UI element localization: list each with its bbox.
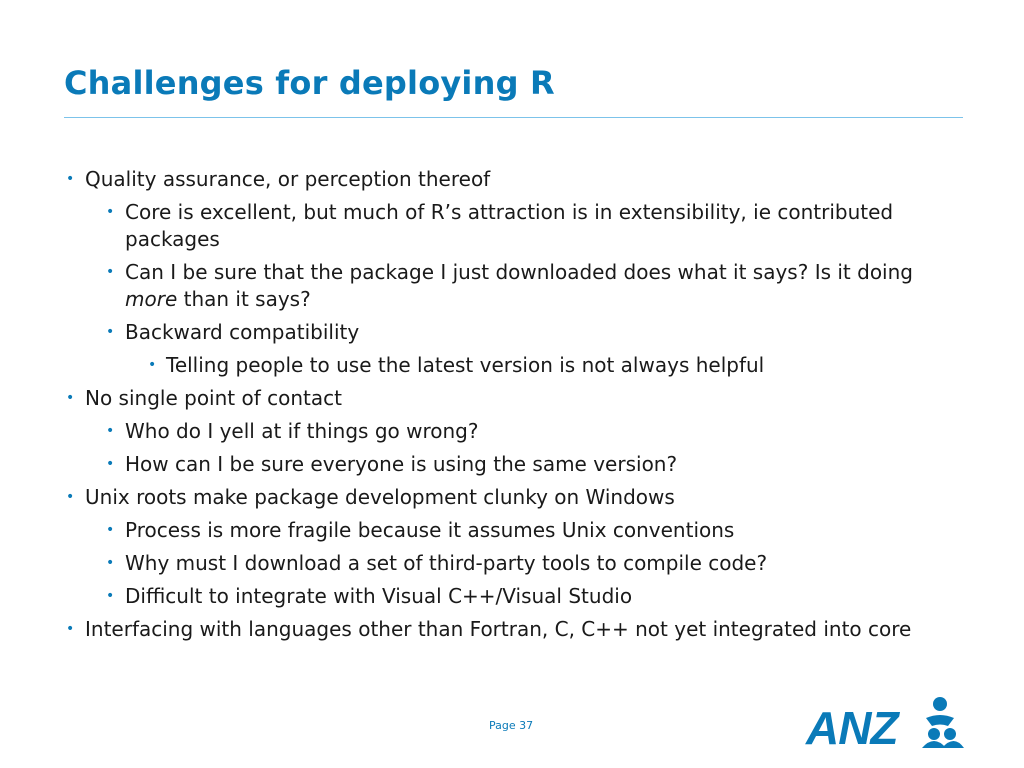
bullet-item: • Core is excellent, but much of R’s attr…	[0, 199, 945, 253]
bullet-text: Unix roots make package development clun…	[85, 485, 675, 509]
people-icon	[922, 697, 964, 748]
page-number: Page 37	[489, 719, 534, 732]
title-divider	[64, 117, 963, 118]
bullet-icon: •	[66, 390, 75, 406]
bullet-text: Process is more fragile because it assum…	[125, 518, 735, 542]
bullet-item: • Unix roots make package development clu…	[0, 484, 935, 511]
bullet-text: Backward compatibility	[125, 320, 360, 344]
bullet-list: • Quality assurance, or perception thereo…	[0, 166, 1024, 649]
bullet-item: • How can I be sure everyone is using the…	[0, 451, 945, 478]
bullet-item: • Process is more fragile because it assu…	[0, 517, 945, 544]
bullet-text: Why must I download a set of third-party…	[125, 551, 768, 575]
bullet-item: • Backward compatibility	[0, 319, 945, 346]
bullet-icon: •	[66, 171, 75, 187]
bullet-item: • Interfacing with languages other than F…	[0, 616, 935, 643]
bullet-text-after: than it says?	[177, 287, 311, 311]
bullet-icon: •	[106, 456, 115, 472]
anz-logo: ANZ	[805, 697, 964, 750]
bullet-item: • Who do I yell at if things go wrong?	[0, 418, 945, 445]
bullet-icon: •	[66, 489, 75, 505]
bullet-text: Interfacing with languages other than Fo…	[85, 617, 912, 641]
bullet-text: How can I be sure everyone is using the …	[125, 452, 678, 476]
logo-wordmark: ANZ	[805, 702, 900, 750]
bullet-text: Who do I yell at if things go wrong?	[125, 419, 479, 443]
bullet-icon: •	[148, 357, 157, 373]
bullet-text: Core is excellent, but much of R’s attra…	[125, 200, 894, 251]
bullet-text: No single point of contact	[85, 386, 342, 410]
bullet-item: • Why must I download a set of third-part…	[0, 550, 945, 577]
bullet-item: • Difficult to integrate with Visual C++/…	[0, 583, 945, 610]
bullet-item: • Quality assurance, or perception thereo…	[0, 166, 935, 193]
bullet-item: • Can I be sure that the package I just d…	[0, 259, 945, 313]
bullet-icon: •	[106, 588, 115, 604]
bullet-text: Telling people to use the latest version…	[166, 353, 765, 377]
slide-title: Challenges for deploying R	[64, 64, 555, 102]
bullet-text-emphasis: more	[125, 287, 178, 311]
bullet-item: • Telling people to use the latest versio…	[0, 352, 956, 379]
bullet-item: • No single point of contact	[0, 385, 935, 412]
bullet-text: Difficult to integrate with Visual C++/V…	[125, 584, 633, 608]
bullet-icon: •	[106, 423, 115, 439]
bullet-icon: •	[106, 324, 115, 340]
bullet-icon: •	[106, 522, 115, 538]
bullet-text: Quality assurance, or perception thereof	[85, 167, 491, 191]
bullet-icon: •	[106, 204, 115, 220]
bullet-icon: •	[66, 621, 75, 637]
bullet-icon: •	[106, 264, 115, 280]
bullet-icon: •	[106, 555, 115, 571]
bullet-text-before: Can I be sure that the package I just do…	[125, 260, 913, 284]
